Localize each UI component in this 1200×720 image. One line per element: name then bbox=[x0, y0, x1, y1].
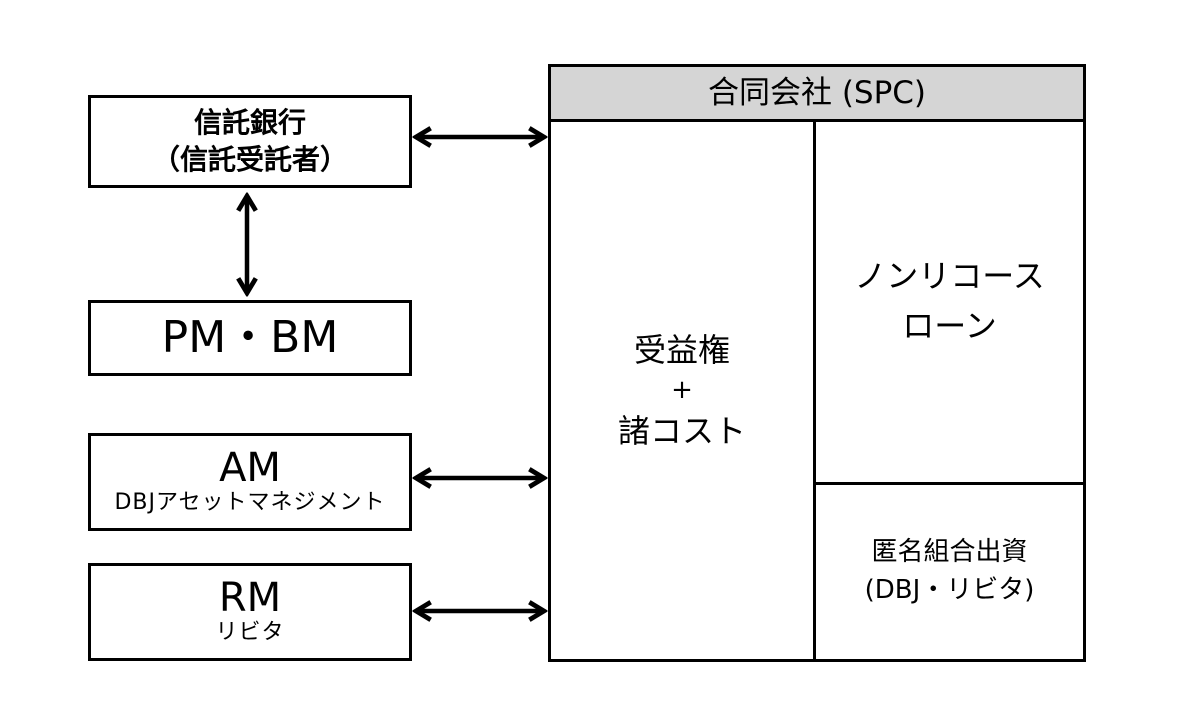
beneficiary-rights-cell: 受益権 + 諸コスト bbox=[551, 122, 816, 659]
tk-line1: 匿名組合出資 bbox=[871, 537, 1028, 568]
spc-header: 合同会社 (SPC) bbox=[551, 67, 1083, 122]
rm-sublabel: リビタ bbox=[215, 620, 285, 646]
trust-bank-box: 信託銀行 （信託受託者） bbox=[88, 95, 412, 188]
tk-line2: (DBJ・リビタ) bbox=[864, 575, 1035, 605]
beneficiary-line2: 諸コスト bbox=[617, 411, 746, 450]
beneficiary-line1: 受益権 bbox=[633, 330, 730, 369]
trust-bank-label-line1: 信託銀行 bbox=[193, 106, 306, 140]
nonrecourse-loan-cell: ノンリコース ローン bbox=[816, 122, 1083, 485]
rm-box: RM リビタ bbox=[88, 563, 412, 661]
spc-box: 合同会社 (SPC) 受益権 + 諸コスト ノンリコース ローン 匿名組合出資 … bbox=[548, 64, 1086, 662]
spc-header-label: 合同会社 (SPC) bbox=[707, 74, 927, 111]
loan-line1: ノンリコース bbox=[854, 257, 1045, 296]
loan-line2: ローン bbox=[902, 307, 997, 345]
rm-label: RM bbox=[218, 575, 282, 622]
pm-bm-label: PM・BM bbox=[161, 312, 339, 363]
tk-investment-cell: 匿名組合出資 (DBJ・リビタ) bbox=[816, 485, 1083, 659]
am-label: AM bbox=[219, 445, 281, 492]
spc-body: 受益権 + 諸コスト ノンリコース ローン 匿名組合出資 (DBJ・リビタ) bbox=[551, 122, 1083, 659]
beneficiary-plus: + bbox=[671, 375, 693, 406]
am-sublabel: DBJアセットマネジメント bbox=[114, 490, 386, 516]
pm-bm-box: PM・BM bbox=[88, 300, 412, 376]
am-box: AM DBJアセットマネジメント bbox=[88, 433, 412, 531]
spc-right-column: ノンリコース ローン 匿名組合出資 (DBJ・リビタ) bbox=[816, 122, 1083, 659]
trust-bank-label-line2: （信託受託者） bbox=[151, 142, 348, 176]
